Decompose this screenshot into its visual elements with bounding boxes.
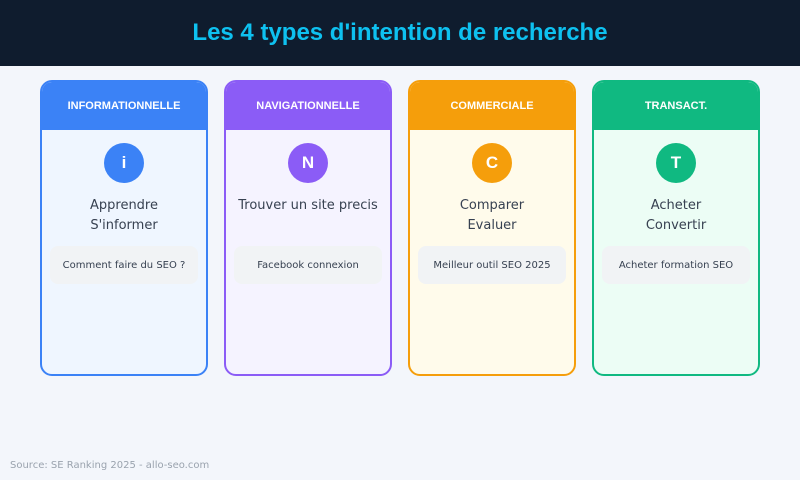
card-header: COMMERCIALE [410, 82, 574, 130]
card-description: Trouver un site precis [238, 198, 378, 213]
info-letter-icon: i [104, 143, 144, 183]
title-bar: Les 4 types d'intention de recherche [0, 0, 800, 66]
card-header: NAVIGATIONNELLE [226, 82, 390, 130]
page-title: Les 4 types d'intention de recherche [192, 19, 608, 46]
card-transactionnelle: TRANSACT. T Acheter Convertir Acheter fo… [592, 80, 760, 376]
card-navigationnelle: NAVIGATIONNELLE N Trouver un site precis… [224, 80, 392, 376]
card-informationnelle: INFORMATIONNELLE i Apprendre S'informer … [40, 80, 208, 376]
example-query: Acheter formation SEO [602, 246, 750, 284]
transaction-letter-icon: T [656, 143, 696, 183]
card-description: Apprendre S'informer [89, 198, 158, 233]
source-caption: Source: SE Ranking 2025 - allo-seo.com [10, 460, 210, 471]
example-query: Comment faire du SEO ? [50, 246, 198, 284]
card-description: Acheter Convertir [645, 198, 707, 233]
example-query: Facebook connexion [234, 246, 382, 284]
example-query: Meilleur outil SEO 2025 [418, 246, 566, 284]
navigation-letter-icon: N [288, 143, 328, 183]
commercial-letter-icon: C [472, 143, 512, 183]
card-header: INFORMATIONNELLE [42, 82, 206, 130]
card-description: Comparer Evaluer [459, 198, 525, 233]
card-header: TRANSACT. [594, 82, 758, 130]
card-commerciale: COMMERCIALE C Comparer Evaluer Meilleur … [408, 80, 576, 376]
